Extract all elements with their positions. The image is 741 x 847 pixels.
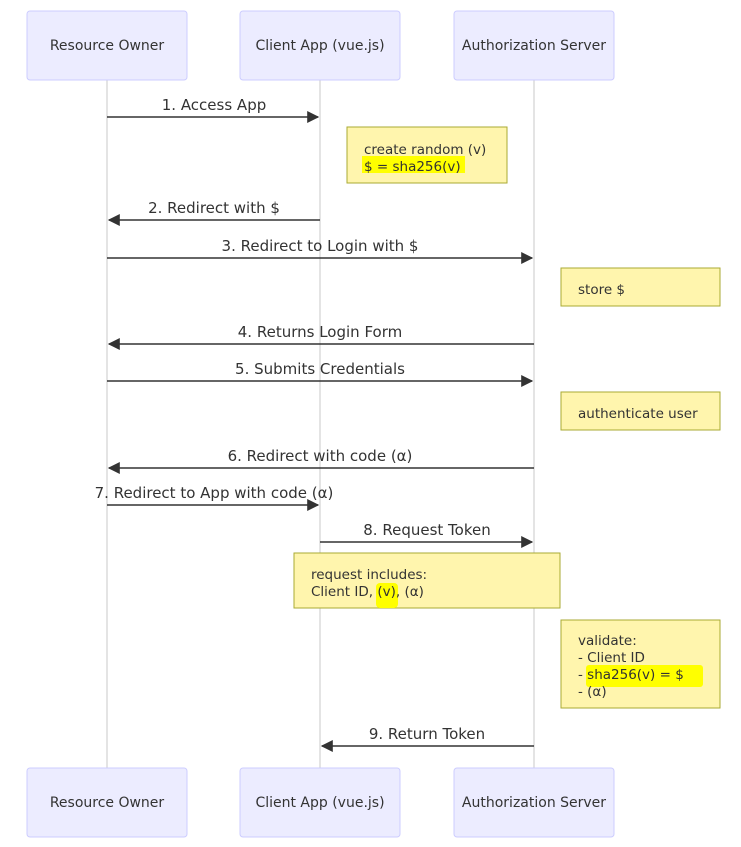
note-validate: validate: - Client ID - sha256(v) = $ - … [560,619,721,709]
message-3: 3. Redirect to Login with $ [107,237,534,264]
participant-label: Resource Owner [50,795,165,811]
message-label: 5. Submits Credentials [235,360,405,378]
note-request-includes: request includes: Client ID, (v), (α) [293,552,561,609]
participant-client-app-bottom: Client App (vue.js) [239,767,401,838]
participant-label: Resource Owner [50,38,165,54]
message-4: 4. Returns Login Form [107,323,534,350]
note-authenticate-user: authenticate user [560,391,721,431]
message-label: 6. Redirect with code (α) [228,447,413,465]
message-label: 9. Return Token [369,725,485,743]
participant-client-app-top: Client App (vue.js) [239,10,401,81]
participant-authorization-server-top: Authorization Server [453,10,615,81]
note-store: store $ [560,267,721,307]
note-line: - sha256(v) = $ [578,667,684,683]
note-line: - (α) [578,684,607,700]
participant-label: Client App (vue.js) [255,38,384,54]
message-7: 7. Redirect to App with code (α) [95,484,334,511]
note-line: validate: [578,633,637,649]
note-line: create random (v) [364,142,486,158]
message-9: 9. Return Token [320,725,534,752]
message-label: 2. Redirect with $ [148,199,280,217]
note-line: request includes: [311,567,427,583]
message-label: 1. Access App [162,96,267,114]
highlight-mark [586,665,703,687]
message-6: 6. Redirect with code (α) [107,447,534,474]
message-label: 3. Redirect to Login with $ [222,237,419,255]
note-line: Client ID, (v), (α) [311,584,424,600]
message-5: 5. Submits Credentials [107,360,534,387]
note-create-random: create random (v) $ = sha256(v) [346,126,508,184]
participant-resource-owner-top: Resource Owner [26,10,188,81]
message-1: 1. Access App [107,96,320,123]
message-label: 7. Redirect to App with code (α) [95,484,334,502]
participant-label: Authorization Server [462,795,606,811]
note-line: store $ [578,282,625,298]
note-line: authenticate user [578,406,698,422]
message-label: 8. Request Token [363,521,490,539]
highlight-mark [362,156,465,173]
message-label: 4. Returns Login Form [238,323,402,341]
participant-label: Authorization Server [462,38,606,54]
participant-resource-owner-bottom: Resource Owner [26,767,188,838]
message-2: 2. Redirect with $ [107,199,320,226]
highlight-mark [376,583,398,608]
message-8: 8. Request Token [320,521,534,548]
participant-label: Client App (vue.js) [255,795,384,811]
participant-authorization-server-bottom: Authorization Server [453,767,615,838]
note-line: $ = sha256(v) [364,159,461,175]
note-line: - Client ID [578,650,645,666]
